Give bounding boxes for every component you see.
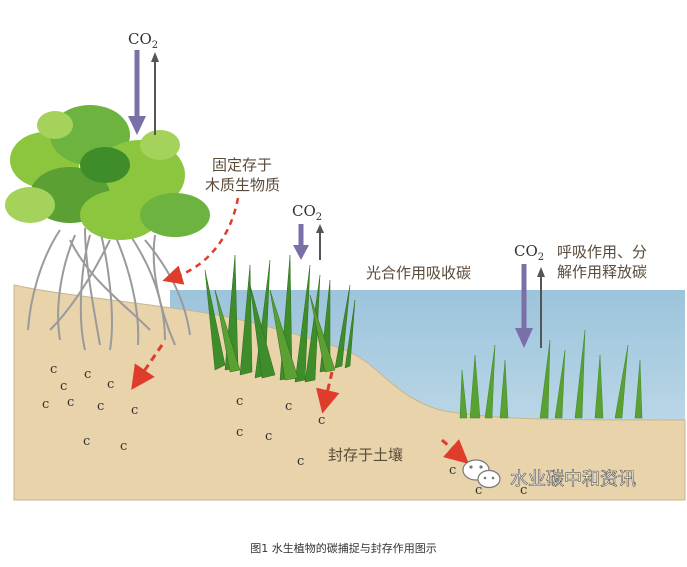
co2-exchange-seagrass: CO2 [514, 242, 545, 348]
carbon-c: c [50, 362, 57, 377]
mangrove-roots [27, 227, 191, 351]
carbon-c: c [67, 395, 74, 410]
figure-caption: 图1 水生植物的碳捕捉与封存作用图示 [250, 542, 437, 555]
watermark: 水业碳中和资讯 [462, 459, 636, 490]
co2-label: CO2 [128, 30, 158, 51]
carbon-c: c [97, 399, 104, 414]
marsh-soil-dashed-arrow [316, 371, 340, 414]
carbon-c: c [131, 403, 138, 418]
carbon-c: c [84, 367, 91, 382]
carbon-c: c [83, 434, 90, 449]
seagrass [459, 329, 643, 419]
wood-storage-label-line2: 木质生物质 [205, 176, 280, 194]
carbon-c: c [285, 399, 292, 414]
respiration-label-line1: 呼吸作用、分 [557, 243, 647, 261]
co2-exchange-marsh: CO2 [292, 202, 324, 260]
carbon-c: c [265, 429, 272, 444]
carbon-c: c [42, 397, 49, 412]
carbon-c: c [449, 463, 456, 478]
carbon-c: c [297, 454, 304, 469]
wood-dashed-arrow [162, 197, 240, 285]
mangrove-canopy [5, 105, 210, 240]
co2-exchange-mangrove: CO2 [128, 30, 159, 135]
respiration-label-line2: 解作用释放碳 [557, 263, 647, 281]
watermark-text: 水业碳中和资讯 [510, 469, 636, 490]
seafloor-dashed-arrow [441, 438, 469, 464]
soil-carbon-markers: c c c c c c c c c c c c c c c c c c c [42, 362, 527, 498]
wechat-icon [462, 459, 501, 489]
co2-label: CO2 [292, 202, 322, 223]
carbon-c: c [60, 379, 67, 394]
carbon-c: c [475, 483, 482, 498]
co2-label: CO2 [514, 242, 544, 263]
carbon-c: c [318, 413, 325, 428]
marsh-grass [204, 254, 356, 383]
soil-storage-label: 封存于土壤 [328, 446, 403, 464]
photosynthesis-label: 光合作用吸收碳 [366, 264, 471, 282]
carbon-c: c [236, 425, 243, 440]
carbon-c: c [236, 394, 243, 409]
wood-storage-label-line1: 固定存于 [212, 156, 272, 174]
carbon-c: c [120, 439, 127, 454]
carbon-c: c [520, 483, 527, 498]
carbon-c: c [107, 377, 114, 392]
